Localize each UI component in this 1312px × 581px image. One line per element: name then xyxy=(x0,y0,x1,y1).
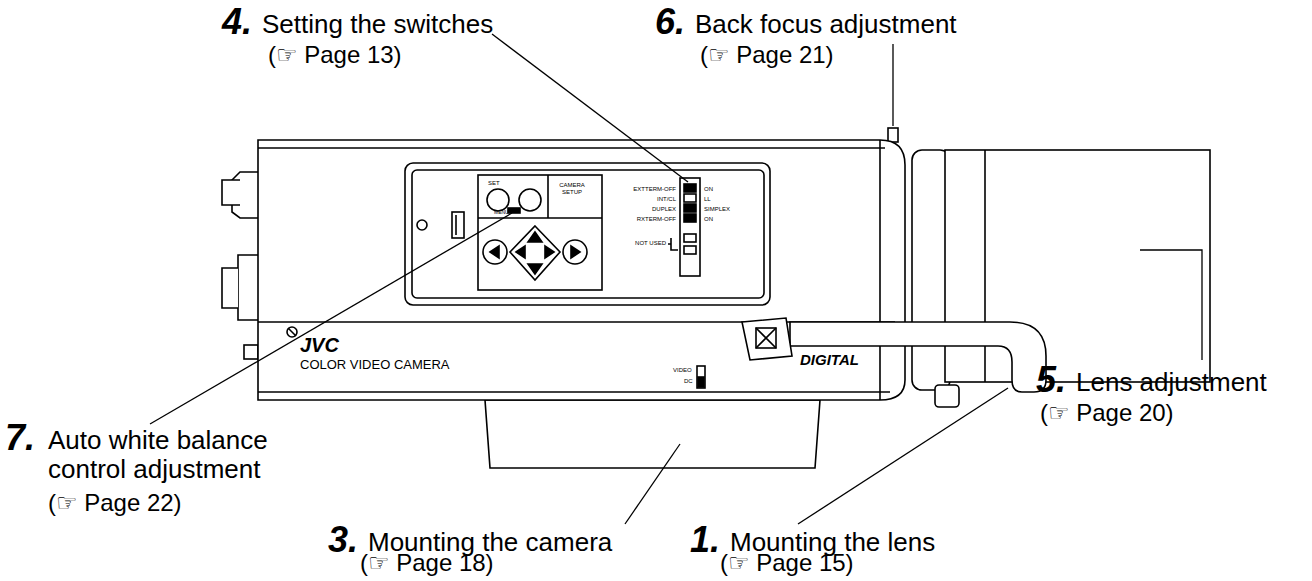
mount-foot xyxy=(485,400,820,468)
page-ref: (☞ Page 18) xyxy=(360,550,494,576)
button-label: SET xyxy=(488,180,500,187)
side-panel xyxy=(405,163,770,305)
page-ref: (☞ Page 22) xyxy=(48,490,182,516)
page-ref: (☞ Page 20) xyxy=(1040,400,1174,426)
switch-label: ON xyxy=(704,216,713,223)
button-panel xyxy=(478,175,602,290)
lens-knob xyxy=(935,385,959,407)
callout-number: 6. xyxy=(655,2,685,42)
switch-label: EXTTERM-OFF xyxy=(612,186,676,193)
switch xyxy=(684,234,696,242)
video-dc-switch xyxy=(697,366,705,388)
body-edge xyxy=(258,391,890,393)
brand-logo: JVC xyxy=(300,334,339,356)
connector xyxy=(222,180,240,205)
callout-number: 4. xyxy=(222,2,252,42)
slot xyxy=(455,215,457,235)
back-focus-pin xyxy=(888,128,898,142)
cross-key-arrows xyxy=(516,232,554,274)
iris-cable xyxy=(790,322,1046,392)
body-edge xyxy=(879,140,881,400)
callout-text: Auto white balance control adjustment xyxy=(48,426,348,483)
leader-lines xyxy=(150,34,1202,524)
screw xyxy=(287,327,297,337)
bracket xyxy=(668,238,678,250)
body-edge xyxy=(258,147,885,149)
cable-plug xyxy=(756,328,776,348)
callout-text: Back focus adjustment xyxy=(695,10,957,39)
side-panel xyxy=(412,170,764,298)
camera-body xyxy=(258,140,905,400)
switch-label: NOT USED xyxy=(616,240,666,247)
switch-label: VIDEO xyxy=(673,367,692,374)
cross-key xyxy=(510,226,560,280)
switch-block xyxy=(680,178,700,276)
video-dc-switch xyxy=(698,377,704,387)
callout-number: 1. xyxy=(690,520,720,560)
callout-number: 5. xyxy=(1036,360,1066,400)
callout-text: Setting the switches xyxy=(262,10,493,39)
switch-label: INT/CL xyxy=(612,196,676,203)
callout-number: 3. xyxy=(328,520,358,560)
switch-label: LL xyxy=(704,196,711,203)
connector xyxy=(222,268,238,308)
callout-number: 7. xyxy=(5,418,35,458)
callout-text: Lens adjustment xyxy=(1076,368,1267,397)
lens-barrel xyxy=(984,150,986,382)
page-ref: (☞ Page 21) xyxy=(700,42,834,68)
switch xyxy=(684,214,696,222)
switch xyxy=(684,246,696,254)
switch-label: DUPLEX xyxy=(612,206,676,213)
button-panel xyxy=(478,217,602,219)
button-panel xyxy=(547,175,549,218)
model-text: COLOR VIDEO CAMERA xyxy=(300,358,450,372)
page-ref: (☞ Page 13) xyxy=(268,42,402,68)
switch-label: ON xyxy=(704,186,713,193)
panel-label: CAMERA SETUP xyxy=(552,182,592,195)
slot xyxy=(452,212,464,238)
cable-plug xyxy=(742,318,792,360)
connector xyxy=(238,255,258,320)
switch-label: SIMPLEX xyxy=(704,206,730,213)
indicator xyxy=(417,220,427,230)
switch-label: RXTERM-OFF xyxy=(612,216,676,223)
menu-mark xyxy=(508,208,520,213)
button-label: MENU xyxy=(494,210,509,216)
connector xyxy=(244,345,258,359)
page-ref: (☞ Page 15) xyxy=(720,550,854,576)
set-button xyxy=(487,189,509,211)
switch-label: DC xyxy=(684,378,693,385)
lens-barrel xyxy=(945,150,1210,382)
switch xyxy=(684,204,696,212)
button-arrows xyxy=(490,246,580,258)
menu-button xyxy=(519,189,541,211)
body-marking: DIGITAL xyxy=(800,352,859,369)
switch xyxy=(684,184,696,192)
screw xyxy=(288,328,296,336)
cable-plug xyxy=(756,328,776,348)
switch xyxy=(684,194,696,202)
